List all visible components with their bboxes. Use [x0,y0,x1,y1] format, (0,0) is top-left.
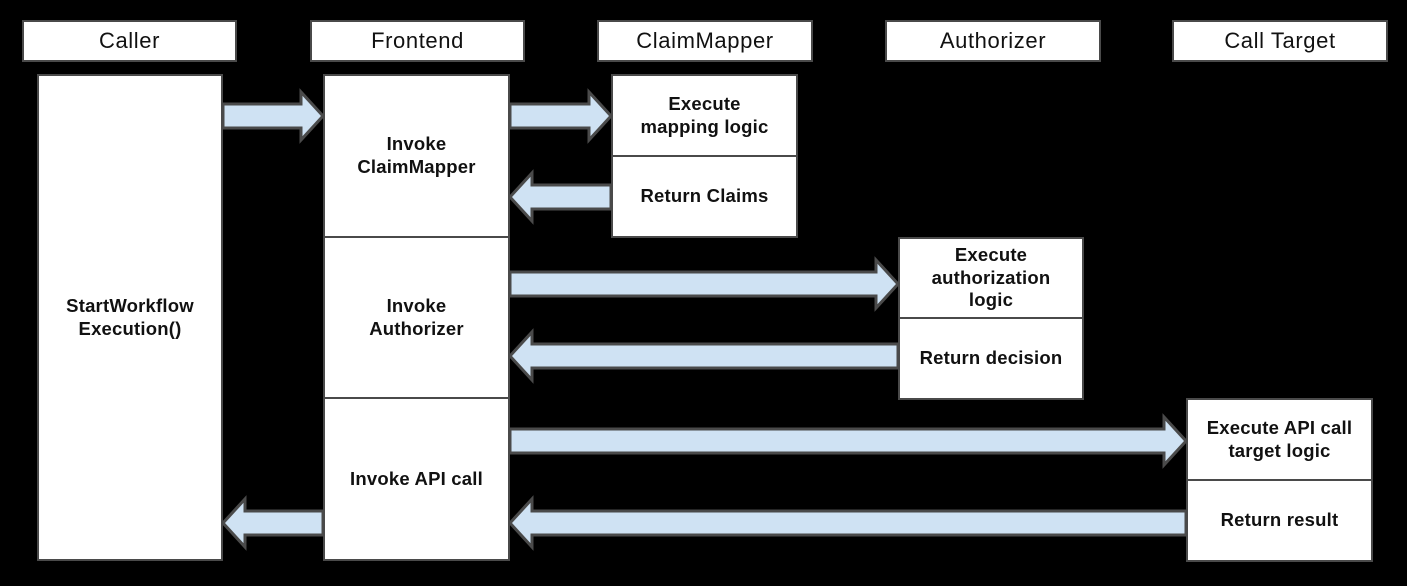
step-return-claims: Return Claims [611,154,798,238]
arrow-frontend-to-authorizer [508,256,901,312]
calltarget-activation: Execute API call target logic Return res… [1186,398,1373,562]
step-return-decision: Return decision [898,316,1084,400]
step-startworkflowexecution: StartWorkflow Execution() [37,74,223,561]
arrow-claimmapper-to-frontend [507,169,613,225]
arrow-frontend-to-caller [220,495,325,551]
actor-label: ClaimMapper [636,28,774,53]
arrow-caller-to-frontend [221,88,326,144]
actor-label: Call Target [1224,28,1336,53]
arrow-frontend-to-claimmapper [508,88,614,144]
step-execute-mapping-logic: Execute mapping logic [611,74,798,157]
caller-activation: StartWorkflow Execution() [37,74,223,561]
claimmapper-activation: Execute mapping logic Return Claims [611,74,798,238]
actor-label: Frontend [371,28,464,53]
actor-header-calltarget: Call Target [1172,20,1388,62]
actor-label: Caller [98,28,161,53]
actor-header-frontend: Frontend [310,20,525,62]
step-execute-api-call-target-logic: Execute API call target logic [1186,398,1373,481]
actor-label: Authorizer [939,28,1047,53]
actor-header-claimmapper: ClaimMapper [597,20,813,62]
step-invoke-api-call: Invoke API call [323,397,510,561]
arrow-frontend-to-calltarget [508,413,1189,469]
arrow-calltarget-to-frontend [507,495,1188,551]
frontend-activation: Invoke ClaimMapper Invoke Authorizer Inv… [323,74,510,561]
step-execute-authorization-logic: Execute authorization logic [898,237,1084,319]
actor-header-authorizer: Authorizer [885,20,1101,62]
step-invoke-claimmapper: Invoke ClaimMapper [323,74,510,238]
actor-header-caller: Caller [22,20,237,62]
step-return-result: Return result [1186,478,1373,562]
authorizer-activation: Execute authorization logic Return decis… [898,237,1084,400]
step-invoke-authorizer: Invoke Authorizer [323,235,510,400]
arrow-authorizer-to-frontend [507,328,900,384]
